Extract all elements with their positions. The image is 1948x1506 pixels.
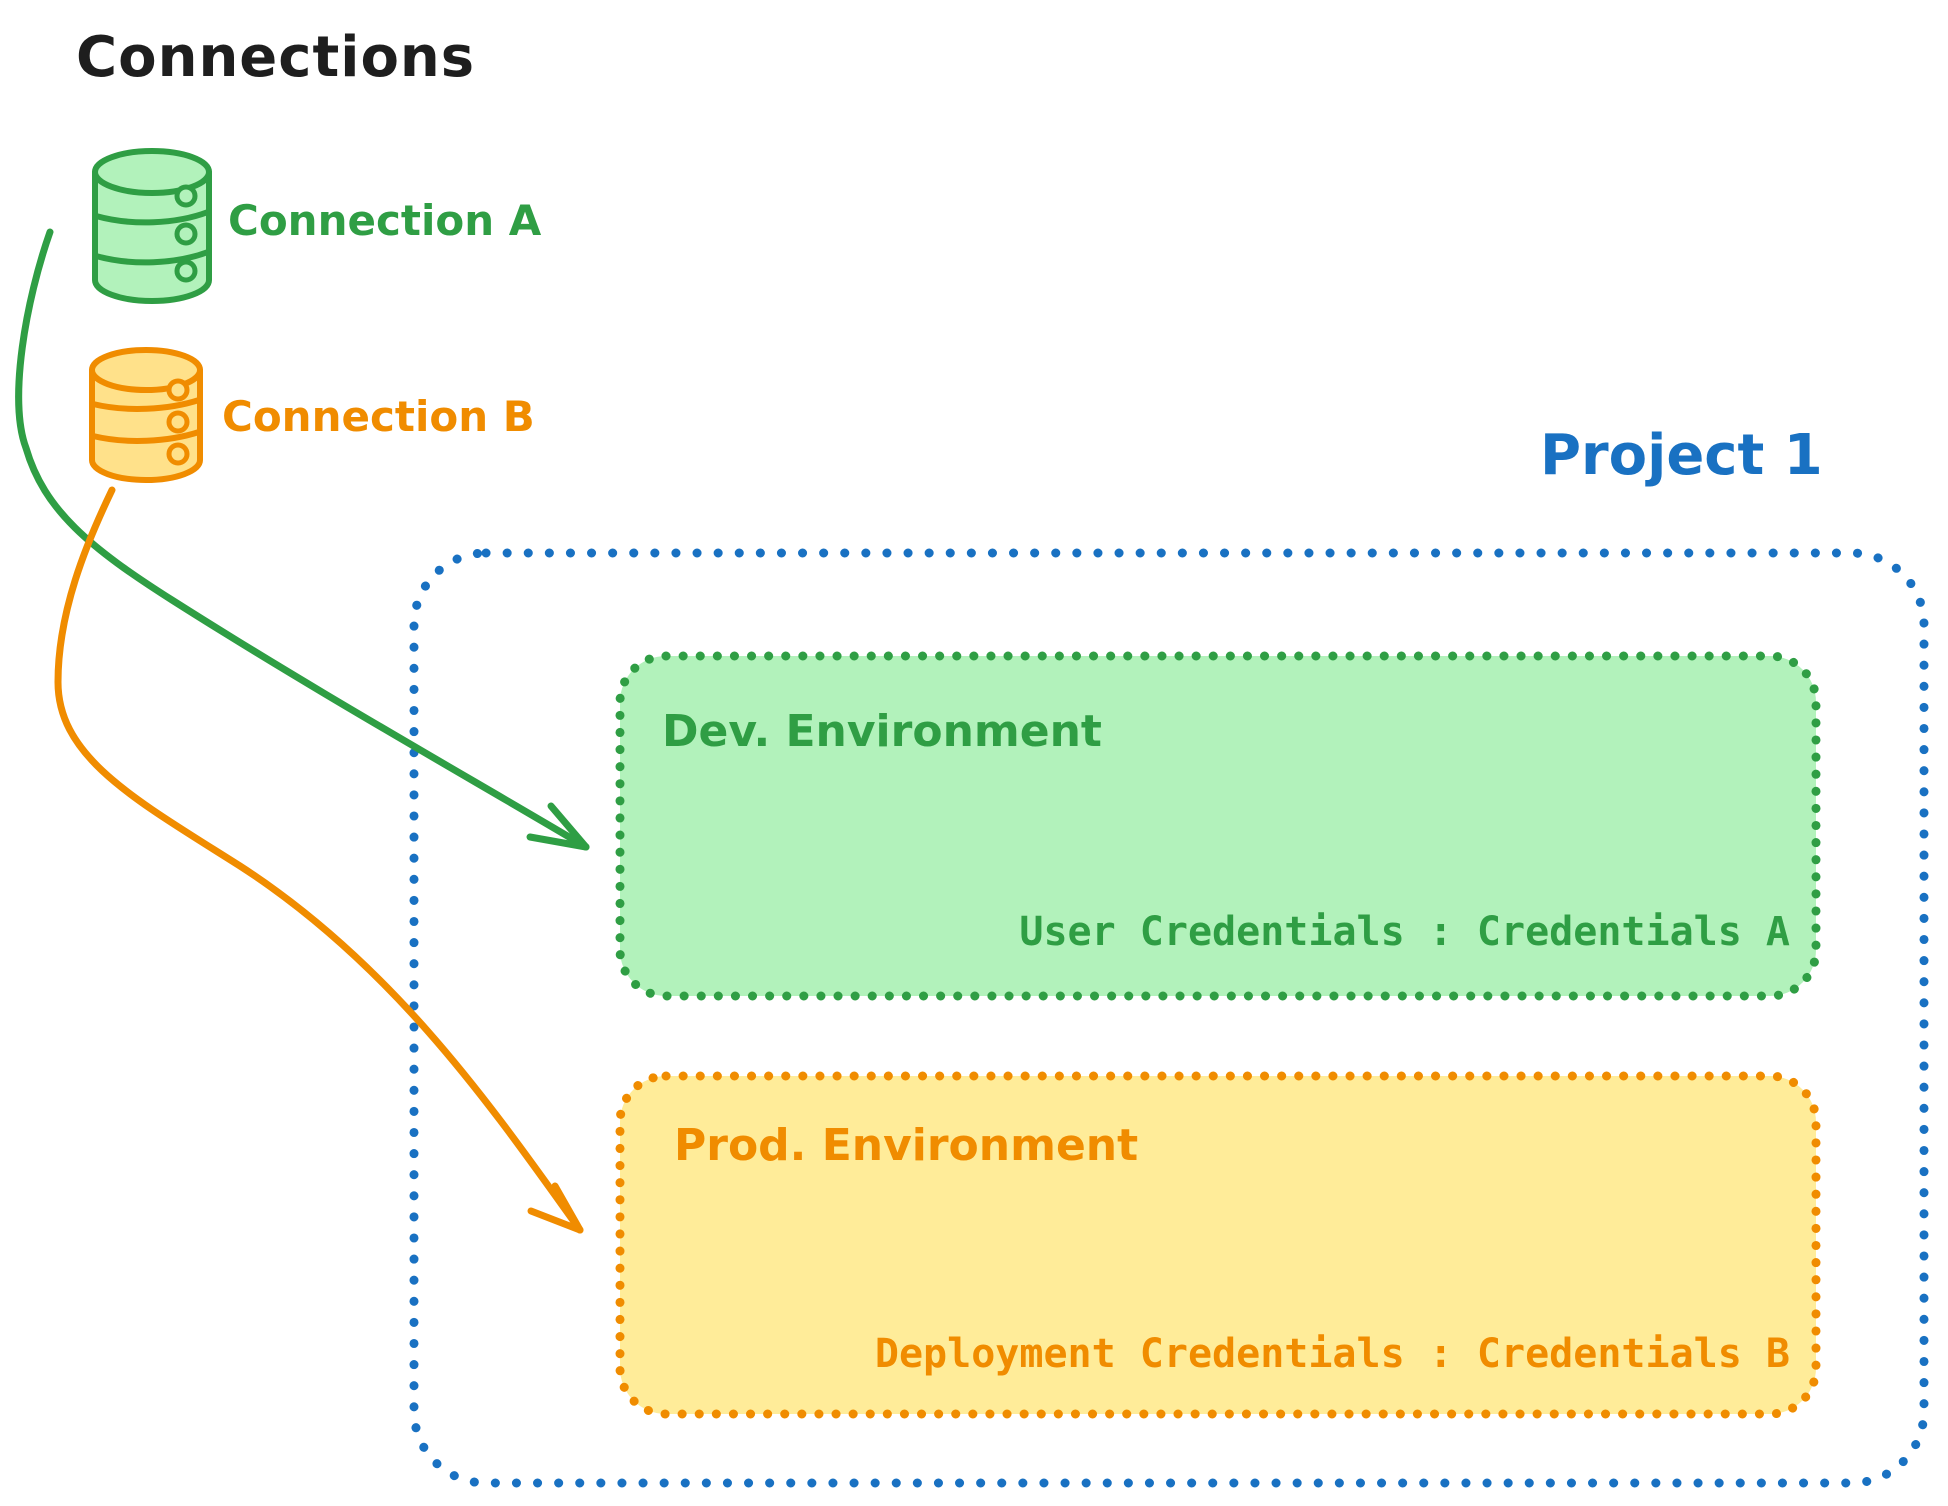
connection-a-arrow	[15, 228, 590, 851]
connection-b-database-icon	[89, 347, 203, 483]
diagram-title: Connections	[76, 25, 476, 90]
dev-environment-box	[615, 651, 1821, 1001]
project-1-label: Project 1	[1540, 423, 1823, 488]
prod-environment-title: Prod. Environment	[674, 1120, 1139, 1171]
connection-b-label: Connection B	[222, 392, 535, 441]
connection-a-label: Connection A	[228, 196, 542, 245]
dev-environment-credentials: User Credentials : Credentials A	[1019, 909, 1790, 955]
dev-environment-title: Dev. Environment	[662, 706, 1102, 757]
prod-environment-credentials: Deployment Credentials : Credentials B	[874, 1331, 1790, 1377]
connection-b-arrow	[54, 486, 584, 1234]
connection-a-database-icon	[92, 148, 212, 304]
prod-environment-box	[615, 1071, 1821, 1419]
project-1-box	[409, 548, 1929, 1488]
